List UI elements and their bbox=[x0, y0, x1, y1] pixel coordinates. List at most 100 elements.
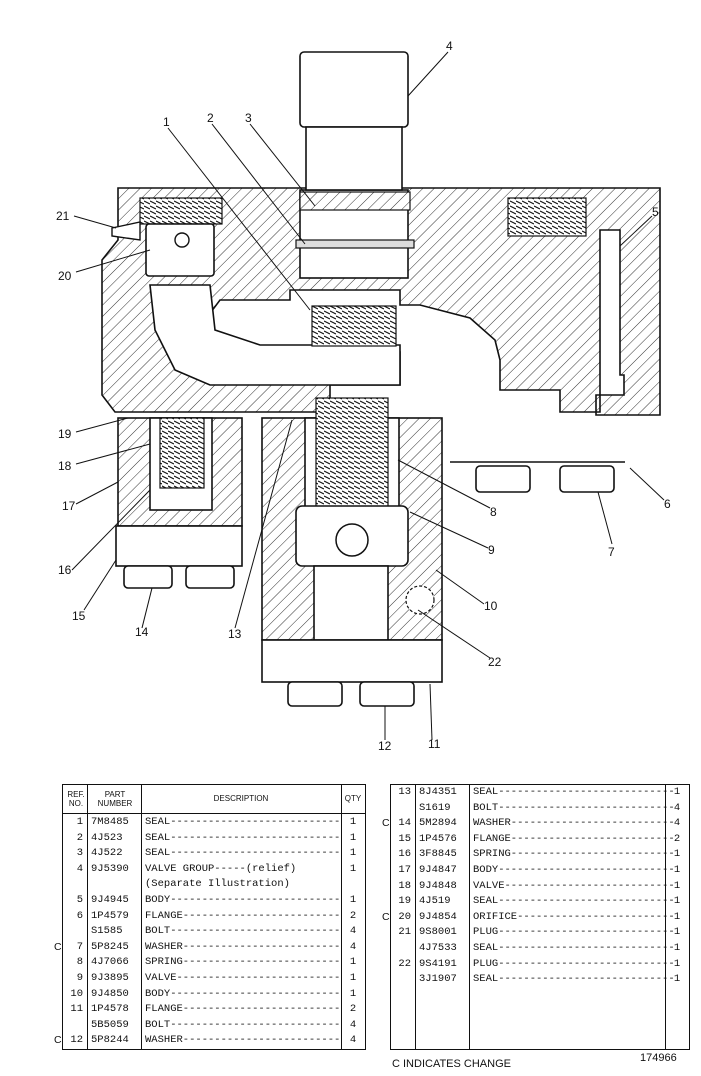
description: SEAL--------------------------- bbox=[145, 847, 341, 860]
quantity: 1 bbox=[349, 972, 357, 984]
description: PLUG---------------------------- bbox=[473, 957, 675, 970]
quantity: 1 bbox=[673, 879, 681, 892]
ref-number: 17 bbox=[398, 864, 411, 876]
description: BOLT--------------------------- bbox=[145, 1018, 341, 1031]
callout-15: 15 bbox=[72, 609, 86, 623]
part-number: 5P8245 bbox=[91, 940, 129, 953]
ref-number: 14 bbox=[398, 817, 411, 830]
part-number: 9J3895 bbox=[91, 972, 129, 984]
ref-number: 3 bbox=[76, 847, 83, 860]
seal-2-band bbox=[295, 239, 415, 249]
bolt-head-r2 bbox=[359, 681, 415, 707]
table-header: REF. NO. PART NUMBER DESCRIPTION QTY bbox=[63, 785, 365, 814]
parts-diagram: 1 2 3 4 5 6 7 8 9 10 11 12 13 14 15 16 1… bbox=[56, 39, 671, 753]
right-port-thread bbox=[507, 197, 587, 237]
quantity: 1 bbox=[349, 847, 357, 860]
quantity: 4 bbox=[349, 1034, 357, 1047]
part-number: 4J7066 bbox=[91, 956, 129, 969]
quantity: 1 bbox=[349, 816, 357, 828]
table-row: (Separate Illustration) bbox=[63, 877, 365, 893]
bolt-head-l1 bbox=[123, 565, 173, 589]
description: SEAL---------------------------- bbox=[473, 973, 675, 986]
ref-number: 12 bbox=[70, 1034, 83, 1047]
quantity: 4 bbox=[349, 940, 357, 953]
callout-14: 14 bbox=[135, 625, 149, 639]
lower-bore bbox=[313, 565, 389, 641]
part-number: 5P8244 bbox=[91, 1034, 129, 1047]
quantity: 2 bbox=[349, 909, 357, 922]
bolt-head-7b bbox=[559, 465, 615, 493]
part-number: 4J522 bbox=[91, 847, 123, 860]
quantity: 1 bbox=[673, 973, 681, 986]
header-part: PART NUMBER bbox=[97, 790, 133, 808]
callout-6: 6 bbox=[664, 497, 671, 511]
ref-number: 22 bbox=[398, 957, 411, 970]
ref-number: 8 bbox=[76, 956, 83, 969]
ref-number: 13 bbox=[398, 786, 411, 798]
quantity: 1 bbox=[673, 957, 681, 970]
quantity: 1 bbox=[673, 864, 681, 876]
part-number: 9S8001 bbox=[419, 926, 457, 939]
callout-16: 16 bbox=[58, 563, 72, 577]
internal-passage bbox=[149, 284, 401, 386]
callout-5: 5 bbox=[652, 205, 659, 219]
ref-number: 2 bbox=[76, 831, 83, 844]
callout-19: 19 bbox=[58, 427, 72, 441]
part-number: 9J4854 bbox=[419, 910, 457, 923]
description: FLANGE-------------------------- bbox=[473, 832, 675, 845]
change-flag: C bbox=[54, 940, 62, 953]
description: SEAL---------------------------- bbox=[473, 942, 675, 954]
bolt-head-l2 bbox=[185, 565, 235, 589]
ref-number: 15 bbox=[398, 832, 411, 845]
quantity: 1 bbox=[673, 926, 681, 939]
quantity: 1 bbox=[673, 942, 681, 954]
ref-number: 20 bbox=[398, 910, 411, 923]
part-number: 4J523 bbox=[91, 831, 123, 844]
callout-13: 13 bbox=[228, 627, 242, 641]
part-number: S1619 bbox=[419, 801, 451, 814]
part-number: 1P4576 bbox=[419, 832, 457, 845]
ref-number: 5 bbox=[76, 894, 83, 906]
left-port-thread bbox=[139, 197, 223, 225]
callout-2: 2 bbox=[207, 111, 214, 125]
ref-number: 6 bbox=[76, 909, 83, 922]
ref-number: 4 bbox=[76, 862, 83, 875]
quantity: 1 bbox=[673, 895, 681, 908]
plug-21 bbox=[111, 221, 141, 241]
orifice-hole bbox=[174, 232, 190, 248]
callout-17: 17 bbox=[62, 499, 76, 513]
change-flag: C bbox=[382, 910, 390, 923]
quantity: 1 bbox=[673, 848, 681, 861]
description: BOLT---------------------------- bbox=[473, 801, 675, 814]
part-number: 7M8485 bbox=[91, 816, 129, 828]
drawing-number: 174966 bbox=[640, 1052, 677, 1064]
quantity: 2 bbox=[349, 1003, 357, 1016]
quantity: 1 bbox=[349, 956, 357, 969]
relief-valve-neck bbox=[305, 126, 403, 191]
part-number: 9J4848 bbox=[419, 879, 457, 892]
quantity: 4 bbox=[673, 817, 681, 830]
description: VALVE--------------------------- bbox=[473, 879, 675, 892]
ref-number: 19 bbox=[398, 895, 411, 908]
ref-number: 11 bbox=[70, 1003, 83, 1016]
callout-8: 8 bbox=[490, 505, 497, 519]
bolt-head-7a bbox=[475, 465, 531, 493]
part-number: 1P4578 bbox=[91, 1003, 129, 1016]
description: WASHER-------------------------- bbox=[473, 817, 675, 830]
quantity: 1 bbox=[349, 862, 357, 875]
callout-20: 20 bbox=[58, 269, 72, 283]
valve-9-ball bbox=[335, 523, 369, 557]
right-flange bbox=[261, 639, 443, 683]
